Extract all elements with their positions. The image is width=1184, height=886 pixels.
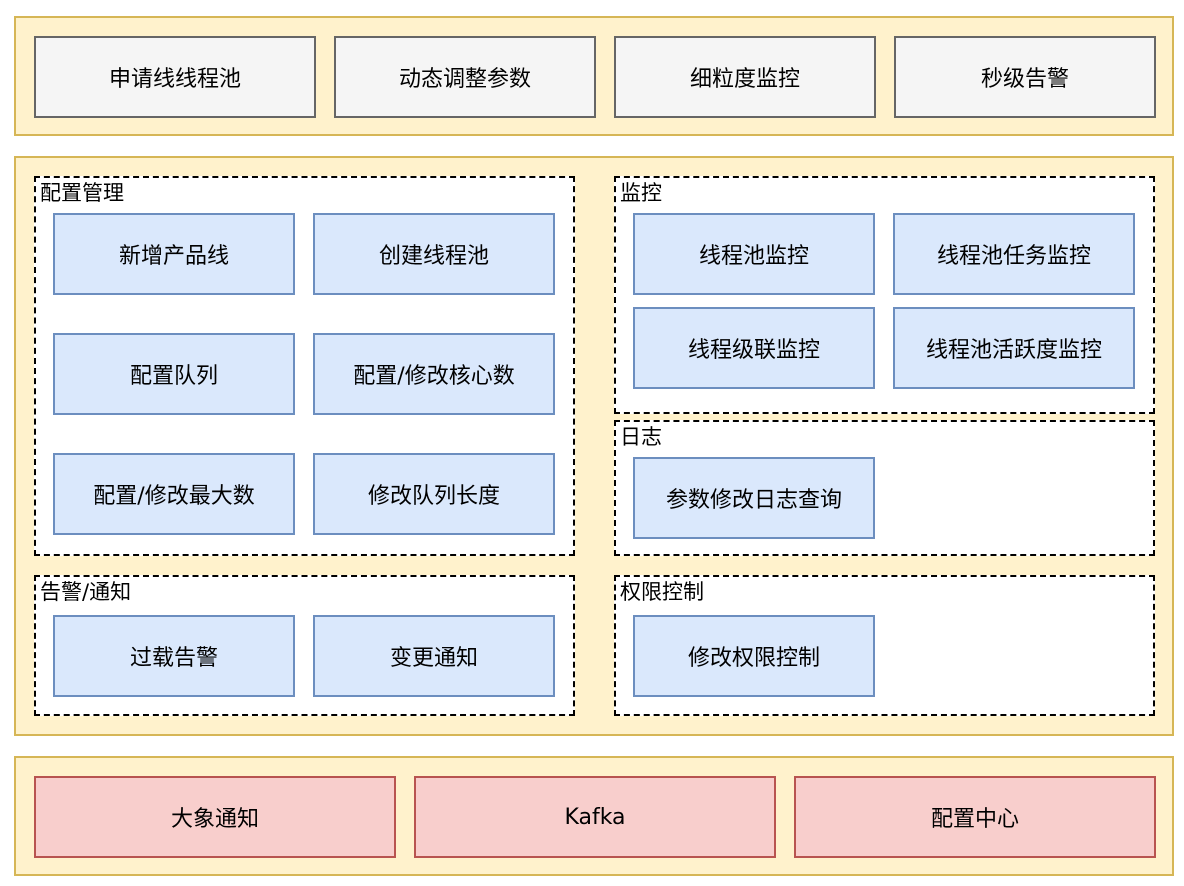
group-title-monitoring: 监控 [620,181,662,205]
group-title-permission: 权限控制 [620,580,704,604]
group-title-alert: 告警/通知 [40,580,132,604]
module-thread-pool-task-monitor: 线程池任务监控 [893,213,1135,295]
module-change-notification: 变更通知 [313,615,555,697]
feature-apply-thread-pool: 申请线线程池 [34,36,316,118]
infra-config-center: 配置中心 [794,776,1156,858]
top-feature-band: 申请线线程池 动态调整参数 细粒度监控 秒级告警 [14,16,1174,136]
feature-fine-grained-monitoring: 细粒度监控 [614,36,876,118]
module-create-thread-pool: 创建线程池 [313,213,555,295]
module-param-change-log-query: 参数修改日志查询 [633,457,875,539]
feature-dynamic-adjust-params: 动态调整参数 [334,36,596,118]
module-overload-alert: 过载告警 [53,615,295,697]
infrastructure-band: 大象通知 Kafka 配置中心 [14,756,1174,876]
infra-daxiang-notification: 大象通知 [34,776,396,858]
group-title-config: 配置管理 [40,181,124,205]
infra-kafka: Kafka [414,776,776,858]
module-config-queue: 配置队列 [53,333,295,415]
module-modify-permission-control: 修改权限控制 [633,615,875,697]
module-thread-pool-activity-monitor: 线程池活跃度监控 [893,307,1135,389]
module-thread-pool-monitor: 线程池监控 [633,213,875,295]
module-modify-queue-length: 修改队列长度 [313,453,555,535]
module-add-product-line: 新增产品线 [53,213,295,295]
feature-second-level-alert: 秒级告警 [894,36,1156,118]
module-thread-cascade-monitor: 线程级联监控 [633,307,875,389]
group-title-log: 日志 [620,425,662,449]
module-config-core-size: 配置/修改核心数 [313,333,555,415]
module-config-max-size: 配置/修改最大数 [53,453,295,535]
